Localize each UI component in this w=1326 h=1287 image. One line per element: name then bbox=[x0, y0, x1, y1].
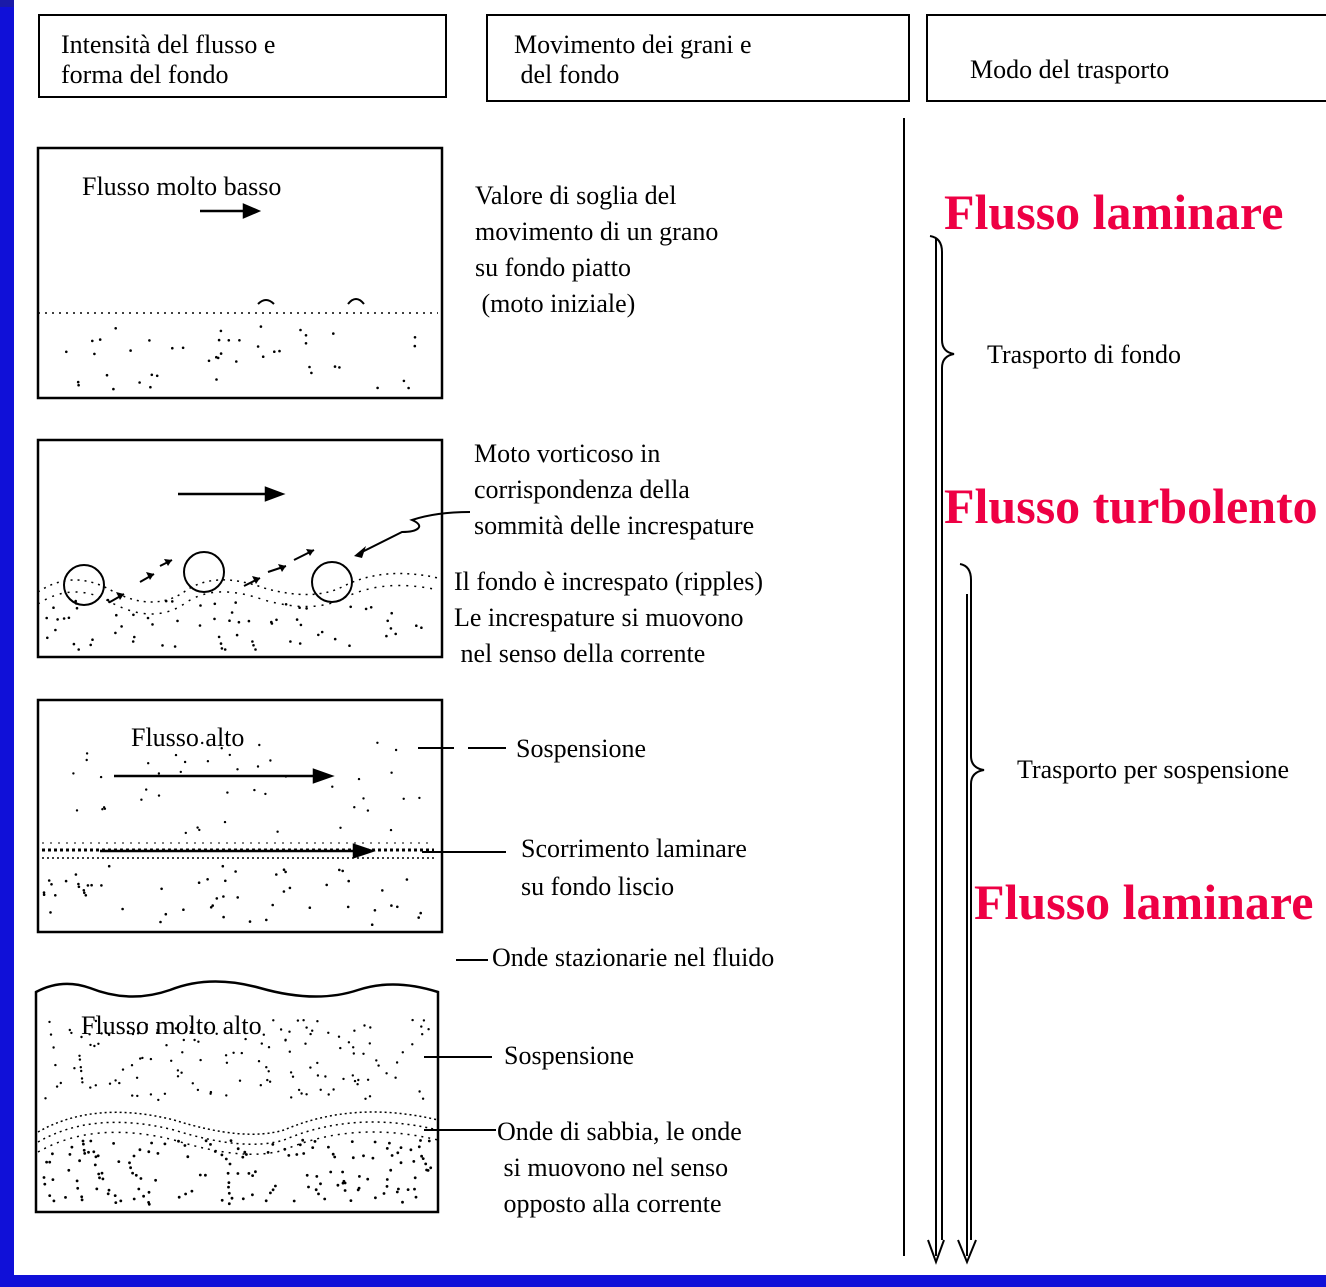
regime-laminar-upper: Flusso laminare bbox=[944, 184, 1284, 240]
desc-threshold-movement: Valore di soglia del movimento di un gra… bbox=[475, 181, 719, 318]
slide: Intensità del flusso e forma del fondo M… bbox=[14, 0, 1326, 1275]
label-laminar-sliding: Scorrimento laminare su fondo liscio bbox=[521, 834, 747, 901]
label-very-low-flow: Flusso molto basso bbox=[82, 172, 282, 201]
header-transport-mode: Modo del trasporto bbox=[970, 55, 1170, 84]
regime-turbulent: Flusso turbolento bbox=[944, 478, 1318, 534]
label-suspension-2: Sospensione bbox=[504, 1041, 634, 1070]
label-very-high-flow: Flusso molto alto bbox=[81, 1011, 262, 1040]
panel-ripples bbox=[36, 438, 444, 659]
label-high-flow: Flusso alto bbox=[131, 723, 245, 752]
header-grain-movement-box bbox=[486, 14, 910, 102]
label-suspension-transport: Trasporto per sospensione bbox=[1017, 755, 1290, 784]
header-transport-mode-box bbox=[926, 14, 1326, 102]
panel-very-low-flow bbox=[36, 146, 444, 400]
note-vortex: Moto vorticoso in corrispondenza della s… bbox=[474, 439, 755, 540]
panel-high-flow bbox=[36, 698, 444, 934]
note-ripples: Il fondo è increspato (ripples) Le incre… bbox=[454, 567, 764, 668]
sediment-diagram bbox=[34, 118, 985, 1265]
panel-very-high-flow bbox=[34, 980, 440, 1214]
header-flow-intensity: Intensità del flusso e forma del fondo bbox=[61, 30, 276, 89]
regime-laminar-lower: Flusso laminare bbox=[974, 874, 1314, 930]
label-bed-transport: Trasporto di fondo bbox=[987, 340, 1182, 369]
header-flow-intensity-box bbox=[38, 14, 447, 98]
label-suspension-1: Sospensione bbox=[516, 734, 646, 763]
label-sand-waves: Onde di sabbia, le onde si muovono nel s… bbox=[497, 1117, 742, 1218]
label-standing-waves: Onde stazionarie nel fluido bbox=[492, 943, 775, 972]
header-grain-movement: Movimento dei grani e del fondo bbox=[514, 30, 752, 89]
